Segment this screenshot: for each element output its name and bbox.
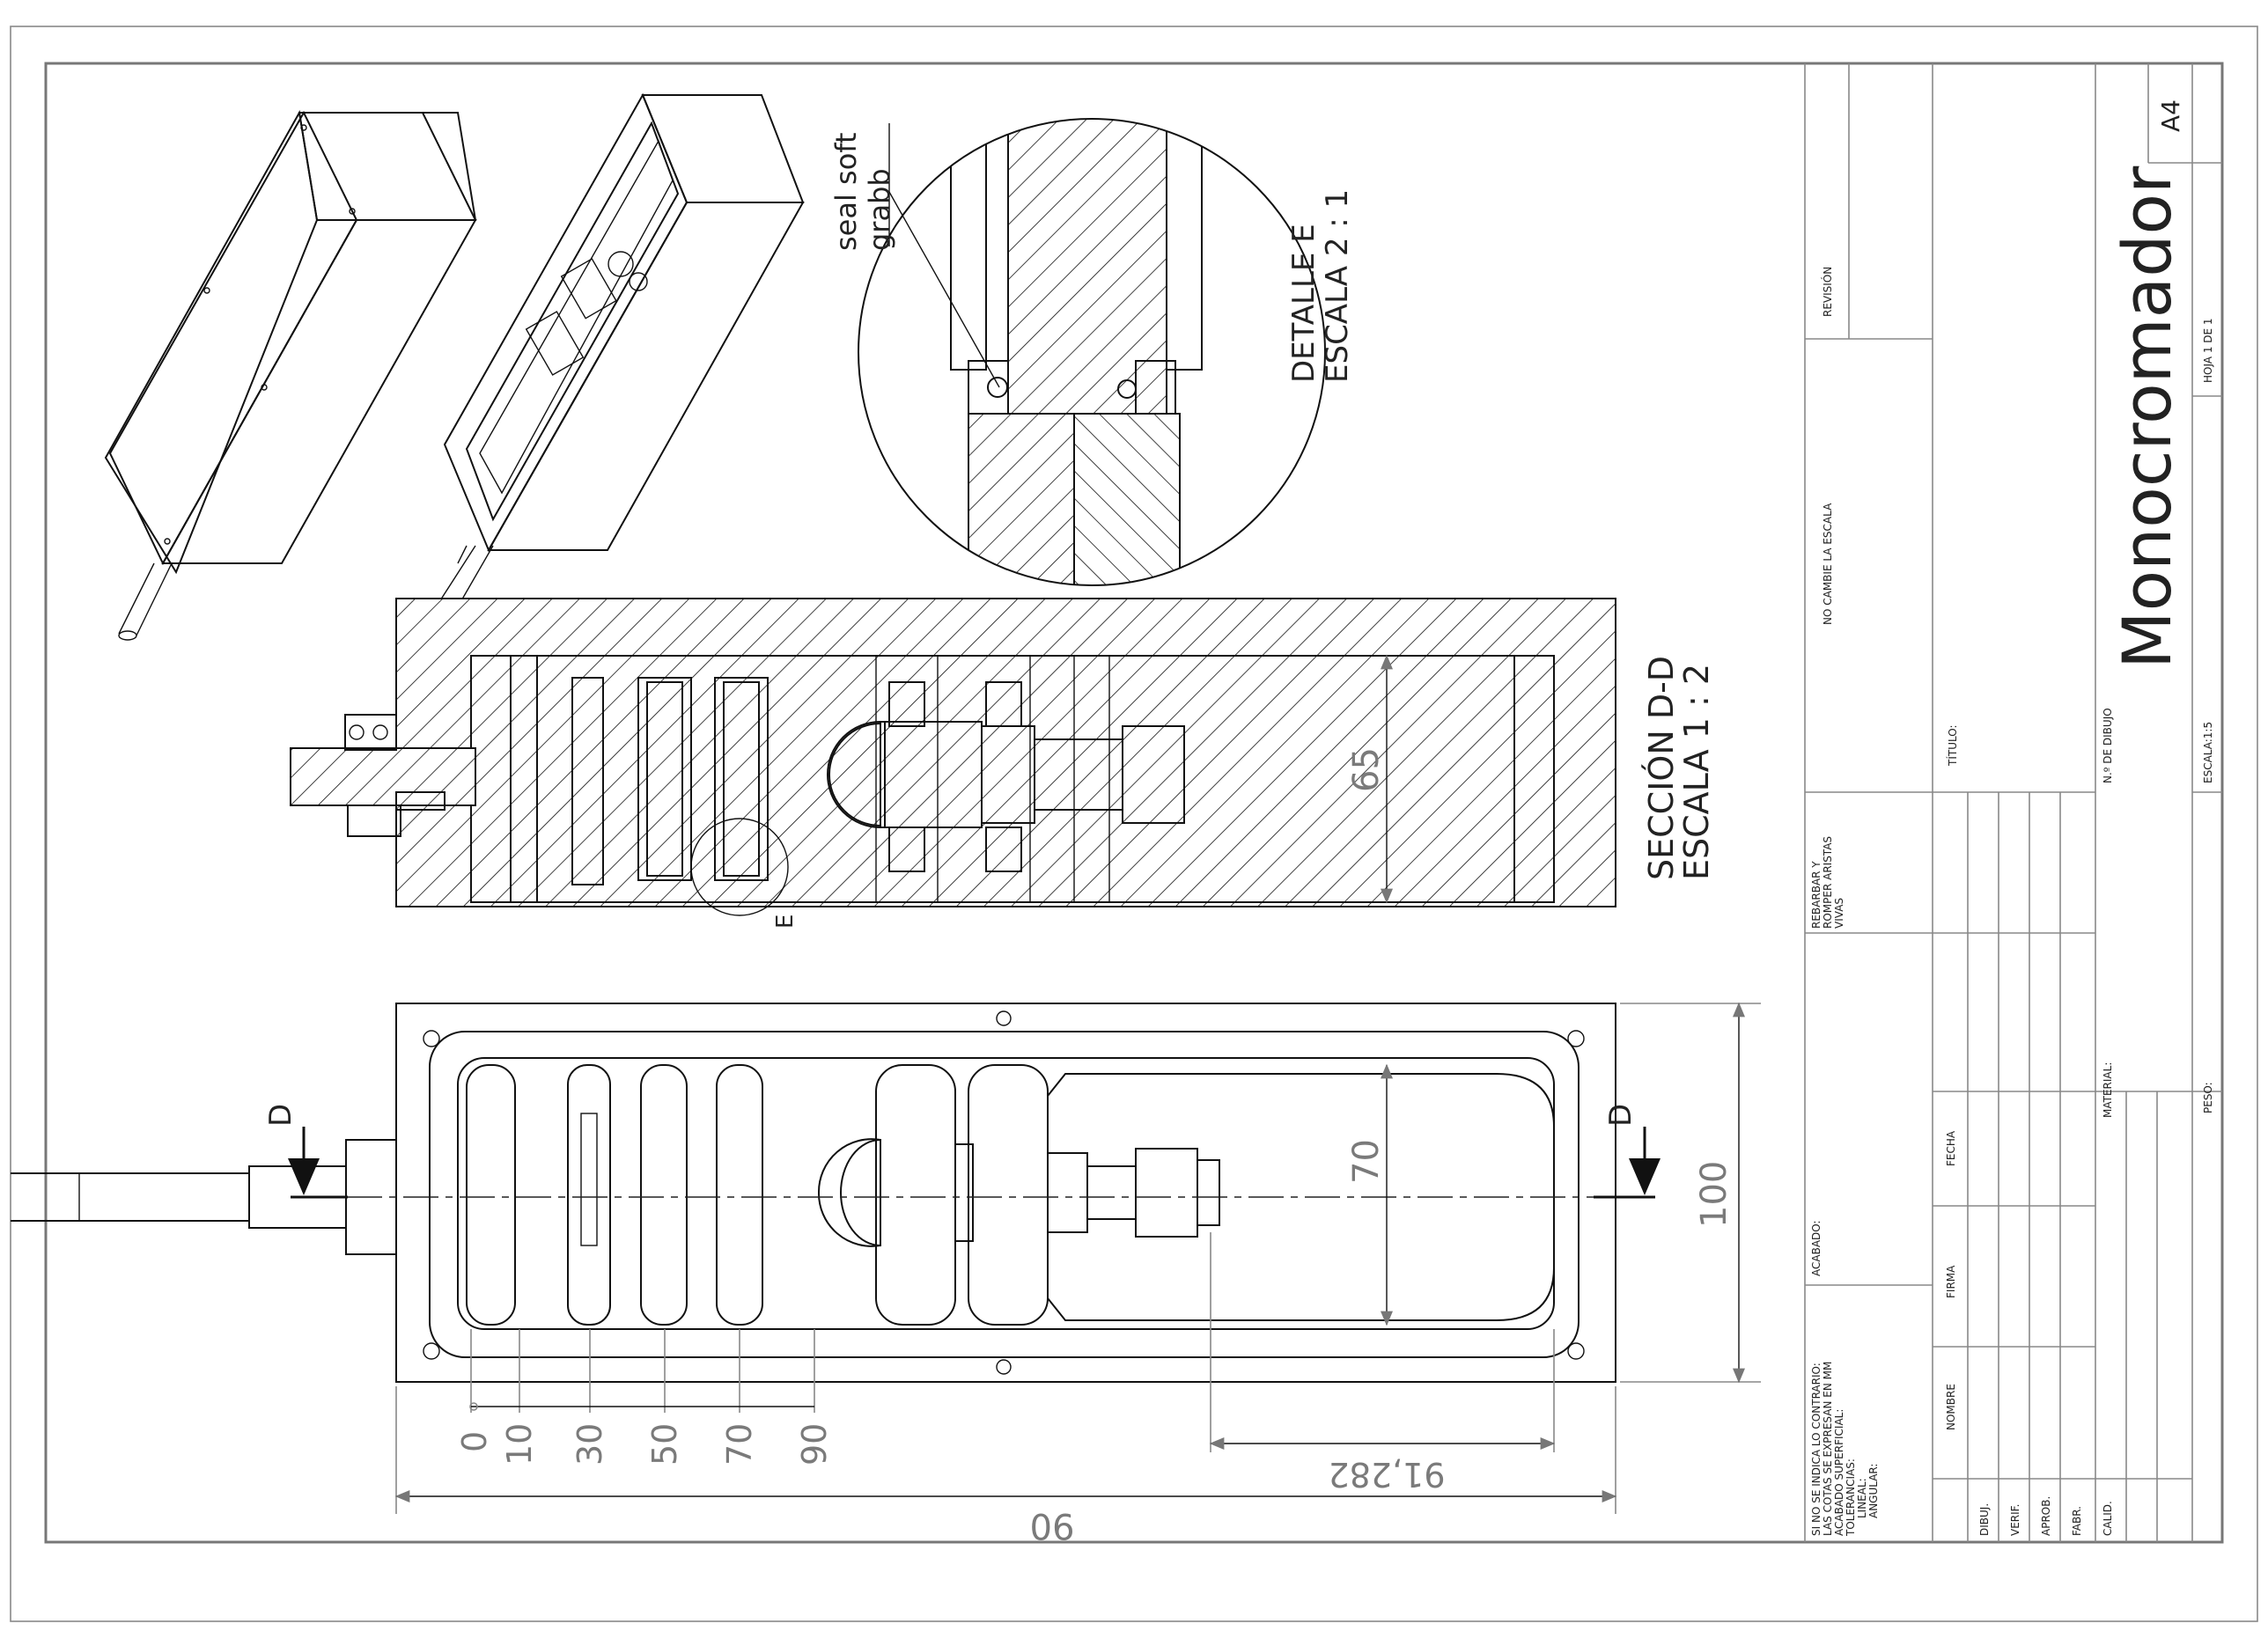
tb-tolerance-line-5: LINEAL: bbox=[1856, 1478, 1868, 1518]
tb-col-fecha: FECHA bbox=[1945, 1130, 1957, 1166]
detail-callout-seal: seal soft bbox=[829, 132, 863, 251]
top-dim-70: 70 bbox=[1346, 1139, 1387, 1184]
tb-weight-label: PESO: bbox=[2202, 1082, 2214, 1113]
section-dim-65: 65 bbox=[1346, 747, 1387, 792]
tb-role-aprob: APROB. bbox=[2040, 1496, 2052, 1536]
top-view: D D 70 100 0 10 30 50 70 90 91,282 90 bbox=[11, 1002, 1761, 1546]
tb-role-verif: VERIF. bbox=[2009, 1504, 2021, 1536]
detail-scale: ESCALA 2 : 1 bbox=[1320, 189, 1355, 383]
sheet-outer-border bbox=[10, 26, 2258, 1622]
tb-role-calid: CALID. bbox=[2102, 1501, 2114, 1536]
ordinate-label-30: 30 bbox=[571, 1423, 609, 1466]
tb-drawing-number-label: N.º DE DIBUJO bbox=[2102, 708, 2114, 783]
tb-deburr-line-2: ROMPER ARISTAS bbox=[1822, 836, 1834, 929]
title-block: SI NO SE INDICA LO CONTRARIO: LAS COTAS … bbox=[1804, 63, 2222, 1542]
section-mark-right: D bbox=[1603, 1104, 1638, 1127]
section-title: SECCIÓN D-D bbox=[1642, 656, 1681, 880]
isometric-open-body-view bbox=[435, 92, 805, 616]
tb-titulo-label: TÍTULO: bbox=[1946, 724, 1959, 767]
ordinate-label-10: 10 bbox=[500, 1423, 539, 1466]
tb-revision-label: REVISIÓN bbox=[1821, 267, 1834, 317]
tb-role-fabr: FABR. bbox=[2071, 1506, 2083, 1536]
ordinate-label-90: 90 bbox=[795, 1423, 834, 1466]
detail-title: DETALLE E bbox=[1286, 224, 1322, 383]
tb-finish-label: ACABADO: bbox=[1810, 1220, 1822, 1276]
ordinate-label-50: 50 bbox=[645, 1423, 684, 1466]
sheet-frame bbox=[44, 62, 2224, 1544]
tb-tolerance-line-6: ANGULAR: bbox=[1867, 1464, 1880, 1518]
tb-tolerance-line-3: ACABADO SUPERFICIAL: bbox=[1833, 1409, 1845, 1536]
section-d-d-view: E 65 SECCIÓN D-D ESCALA 1 : 2 bbox=[290, 598, 1716, 929]
top-dim-100: 100 bbox=[1694, 1161, 1734, 1228]
tb-tolerance-line-4: TOLERANCIAS: bbox=[1845, 1458, 1857, 1537]
tb-role-dibuj: DIBUJ. bbox=[1978, 1503, 1991, 1536]
ordinate-label-70: 70 bbox=[720, 1423, 759, 1466]
tb-no-scale-note: NO CAMBIE LA ESCALA bbox=[1822, 503, 1834, 625]
tb-deburr-line-3: VIVAS bbox=[1833, 898, 1845, 929]
tb-drawing-title: Monocromador bbox=[2108, 165, 2186, 669]
tb-deburr-line-1: REBARBAR Y bbox=[1810, 861, 1822, 929]
tb-tolerance-line-1: SI NO SE INDICA LO CONTRARIO: bbox=[1810, 1363, 1822, 1536]
tb-scale-label: ESCALA:1:5 bbox=[2202, 722, 2214, 783]
detail-callout-grabb: grabb bbox=[863, 168, 896, 251]
tb-tolerance-line-2: LAS COTAS SE EXPRESAN EN MM bbox=[1822, 1362, 1834, 1536]
section-mark-left: D bbox=[263, 1104, 298, 1127]
tb-col-nombre: NOMBRE bbox=[1945, 1384, 1957, 1430]
tb-col-firma: FIRMA bbox=[1945, 1265, 1957, 1298]
tb-sheet-size: A4 bbox=[2156, 99, 2185, 132]
top-dim-90: 90 bbox=[1030, 1505, 1075, 1546]
tb-sheet-label: HOJA 1 DE 1 bbox=[2202, 318, 2214, 383]
top-dim-91-282: 91,282 bbox=[1329, 1455, 1446, 1494]
section-scale: ESCALA 1 : 2 bbox=[1677, 664, 1716, 880]
ordinate-label-0: 0 bbox=[455, 1431, 494, 1452]
detail-e-view: seal soft grabb DETALLE E ESCALA 2 : 1 bbox=[829, 118, 1355, 586]
isometric-lid-view bbox=[104, 110, 477, 641]
tb-material-label: MATERIAL: bbox=[2102, 1062, 2114, 1118]
section-detail-marker: E bbox=[772, 915, 799, 929]
